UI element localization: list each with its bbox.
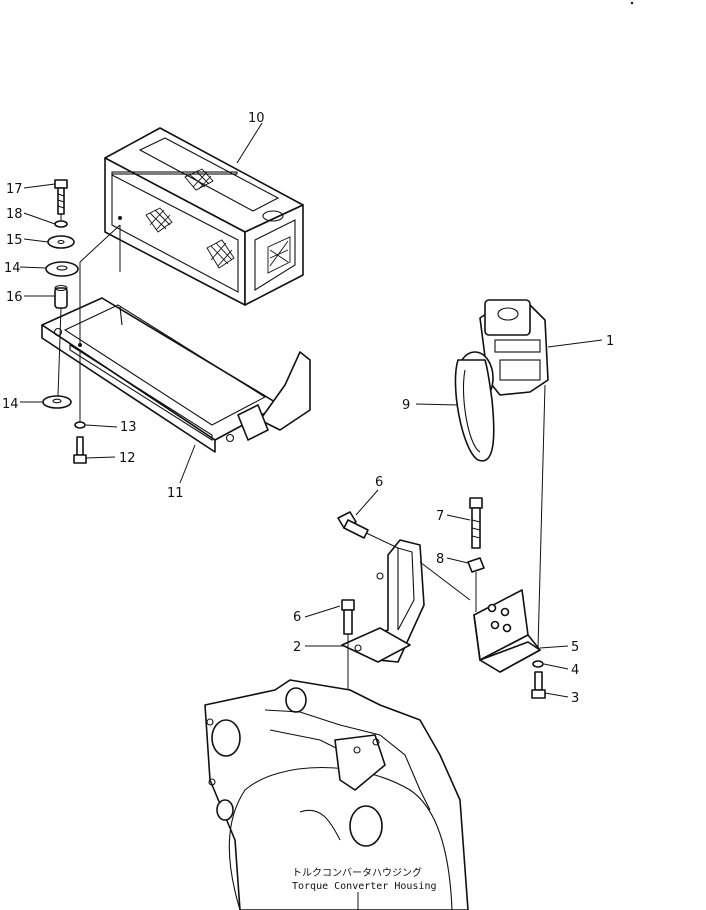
housing-label-japanese: トルクコンバータハウジング <box>292 866 422 879</box>
bolt-17 <box>54 179 68 215</box>
mesh-vent-top <box>184 168 214 191</box>
torque-converter-housing <box>204 679 469 910</box>
callout-16: 16 <box>6 290 23 305</box>
callout-12: 12 <box>119 451 136 466</box>
mesh-vent-front-right <box>206 239 235 269</box>
bracket-right <box>473 589 541 673</box>
base-tray <box>41 224 311 453</box>
callout-leaders <box>19 122 603 698</box>
callout-10: 10 <box>248 111 265 126</box>
callout-3: 3 <box>571 691 579 706</box>
callout-14-lower: 14 <box>2 397 19 412</box>
callout-17: 17 <box>6 182 23 197</box>
callout-1: 1 <box>606 334 614 349</box>
callout-8: 8 <box>436 552 444 567</box>
bolt-12 <box>73 436 87 464</box>
callout-labels: 1 2 3 4 5 6 6 7 8 9 10 11 12 13 14 14 15… <box>2 111 614 706</box>
nut-8 <box>467 557 485 573</box>
washer-18 <box>54 220 68 228</box>
bolt-6-lower <box>341 599 355 635</box>
washer-13 <box>74 421 86 429</box>
washer-4 <box>532 660 544 668</box>
bolt-3 <box>531 671 546 699</box>
callout-11: 11 <box>167 486 184 501</box>
cover-hole <box>118 216 122 220</box>
callout-15: 15 <box>6 233 23 248</box>
callout-4: 4 <box>571 663 579 678</box>
mesh-vent-side <box>267 236 291 274</box>
mesh-vent-front-left <box>145 207 173 233</box>
bolt-7 <box>469 497 483 549</box>
callout-14-upper: 14 <box>4 261 21 276</box>
callout-13: 13 <box>120 420 137 435</box>
callout-5: 5 <box>571 640 579 655</box>
bracket-left <box>341 539 425 663</box>
callout-6-lower: 6 <box>293 610 301 625</box>
v-belt <box>454 359 495 462</box>
mount-14-top <box>45 261 79 277</box>
callout-9: 9 <box>402 398 410 413</box>
collar-16 <box>54 284 68 309</box>
callout-6-upper: 6 <box>375 475 383 490</box>
bolt-6-upper <box>337 511 369 539</box>
callout-18: 18 <box>6 207 23 222</box>
washer-15 <box>47 235 75 249</box>
cover-box <box>104 127 304 306</box>
callout-7: 7 <box>436 509 444 524</box>
mount-14-bottom <box>42 395 72 409</box>
housing-label-english: Torque Converter Housing <box>292 881 437 892</box>
callout-2: 2 <box>293 640 301 655</box>
